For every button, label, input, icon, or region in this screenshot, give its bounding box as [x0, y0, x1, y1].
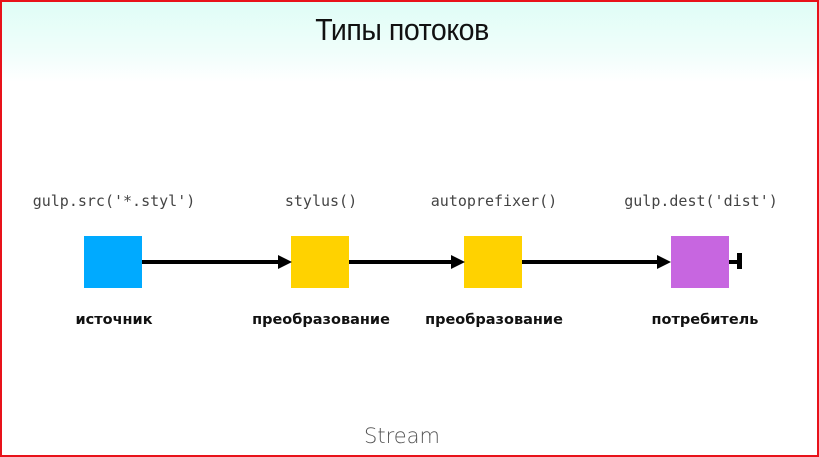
stage-code-stylus: stylus() [284, 192, 358, 210]
stage-code-source: gulp.src('*.styl') [32, 192, 196, 210]
slide-title: Типы потоков [315, 12, 489, 47]
transform-node-autoprefixer [464, 236, 522, 288]
stage-role-source: источник [75, 312, 153, 328]
connector-line-1 [142, 260, 278, 264]
slide-footer: Stream [364, 424, 440, 448]
transform-node-stylus [291, 236, 349, 288]
connector-line-2 [349, 260, 451, 264]
connector-line-end [729, 260, 739, 264]
source-node [84, 236, 142, 288]
stage-code-autoprefixer: autoprefixer() [430, 192, 558, 210]
stage-code-dest: gulp.dest('dist') [624, 192, 778, 210]
stage-role-autoprefixer: преобразование [425, 312, 563, 328]
consumer-node [671, 236, 729, 288]
stage-role-stylus: преобразование [252, 312, 390, 328]
end-cap-icon [737, 253, 742, 269]
connector-line-3 [522, 260, 657, 264]
arrow-head-icon [451, 255, 465, 269]
arrow-head-icon [657, 255, 671, 269]
arrow-head-icon [278, 255, 292, 269]
stage-role-dest: потребитель [651, 312, 759, 328]
